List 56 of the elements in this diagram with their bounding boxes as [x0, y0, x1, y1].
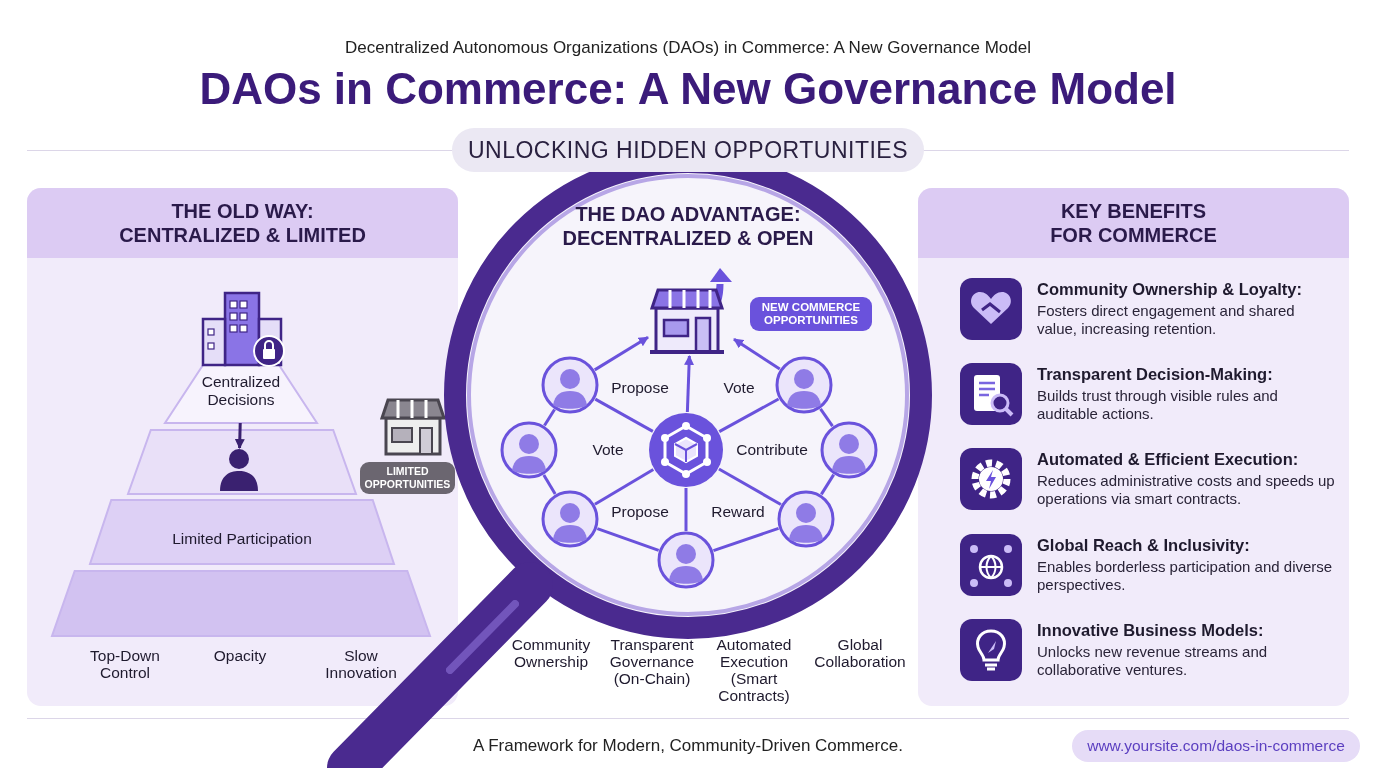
text-label: Automated Execution (Smart Contracts): [715, 636, 793, 704]
benefit-description: Unlocks new revenue streams and collaborative ventures.: [1037, 643, 1269, 679]
subtitle-text: Decentralized Autonomous Organizations (DAOs) in Commerce: A New Governance Model: [344, 38, 1032, 58]
status-badge: LIMITED OPPORTUNITIES: [360, 462, 455, 494]
panel-card: [27, 188, 458, 706]
connector-line: [718, 467, 782, 506]
text-label: Top-Down Control: [89, 647, 161, 681]
connector-line: [819, 408, 834, 427]
connector-line: [596, 527, 660, 552]
text-label: Slow Innovation: [324, 647, 398, 681]
text-label: Community Ownership: [510, 636, 592, 670]
edge-label: Propose: [610, 378, 670, 398]
edge-label: Reward: [710, 502, 766, 522]
caption-text: A Framework for Modern, Community-Driven Commerce.: [472, 736, 904, 756]
subtitle-banner: UNLOCKING HIDDEN OPPORTUNITIES: [452, 128, 924, 172]
benefit-heading: Innovative Business Models:: [1037, 620, 1265, 640]
pyramid-tier: [128, 430, 356, 494]
benefit-heading: Global Reach & Inclusivity:: [1037, 535, 1251, 555]
connector-line: [718, 397, 780, 433]
connector-line: [594, 397, 654, 433]
benefit-description: Builds trust through visible rules and auditable actions.: [1037, 387, 1279, 423]
text-label: Transparent Governance (On-Chain): [608, 636, 696, 687]
edge-label: Propose: [610, 502, 670, 522]
text-label: Contribute: [735, 441, 809, 458]
benefit-heading: Transparent Decision-Making:: [1037, 364, 1274, 384]
lens-title: THE DAO ADVANTAGE: DECENTRALIZED & OPEN: [561, 202, 815, 250]
connector-line: [543, 408, 556, 427]
arrow: [684, 355, 695, 413]
panel-title: THE OLD WAY: CENTRALIZED & LIMITED: [118, 199, 367, 247]
benefit-description: Enables borderless participation and diverse perspectives.: [1037, 558, 1334, 594]
callout-badge: NEW COMMERCE OPPORTUNITIES: [750, 297, 872, 331]
arrow: [593, 336, 649, 372]
text-label: Vote: [591, 441, 625, 458]
page-title: DAOs in Commerce: A New Governance Model: [198, 64, 1178, 114]
benefit-heading: Automated & Efficient Execution:: [1037, 449, 1300, 469]
text-label: Global Collaboration: [813, 636, 907, 670]
text-label: Opacity: [212, 647, 268, 664]
pyramid-tier: [52, 571, 430, 636]
tier-label: Centralized Decisions: [200, 373, 282, 409]
connector-line: [712, 526, 780, 553]
benefit-description: Reduces administrative costs and speeds up operations via smart contracts.: [1037, 472, 1336, 508]
pyramid-tier: [90, 500, 394, 564]
connector-line: [594, 468, 655, 506]
panel-title: KEY BENEFITS FOR COMMERCE: [1049, 199, 1218, 247]
panel-card: [918, 188, 1349, 706]
arrow: [733, 337, 781, 371]
benefit-description: Fosters direct engagement and shared value, increasing retention.: [1037, 302, 1296, 338]
link-pill: www.yoursite.com/daos-in-commerce: [1072, 730, 1360, 762]
edge-label: Vote: [722, 378, 756, 398]
connector-line: [542, 474, 557, 495]
connector-line: [684, 488, 688, 531]
connector-line: [820, 473, 835, 496]
arrow: [234, 422, 245, 449]
tier-label: Limited Participation: [171, 530, 313, 548]
pyramid-tier: [165, 365, 317, 423]
benefit-heading: Community Ownership & Loyalty:: [1037, 279, 1303, 299]
